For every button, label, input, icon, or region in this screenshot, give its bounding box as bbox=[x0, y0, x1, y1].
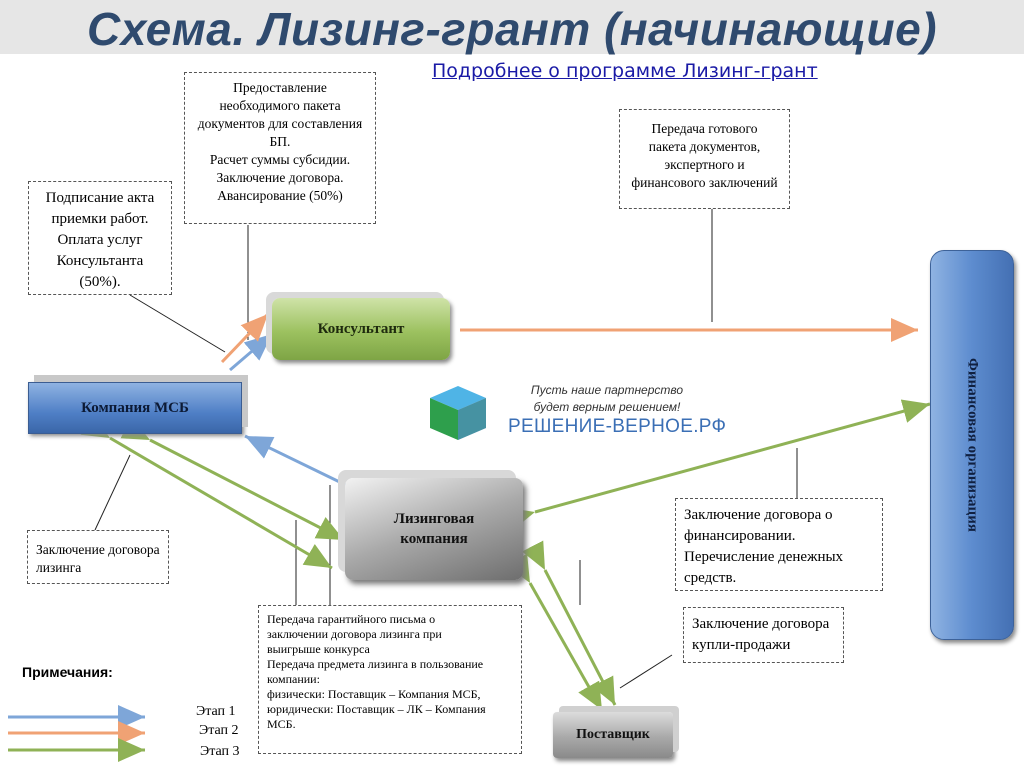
watermark-site: РЕШЕНИЕ-ВЕРНОЕ.РФ bbox=[508, 416, 727, 437]
legend-stage-1: Этап 1 bbox=[196, 704, 236, 719]
consultant-node: Консультант bbox=[272, 298, 450, 360]
legend-stage-3: Этап 3 bbox=[200, 744, 240, 759]
supplier-node: Поставщик bbox=[553, 712, 673, 758]
note-purchase-contract: Заключение договора купли-продажи bbox=[683, 607, 844, 663]
legend-heading: Примечания: bbox=[22, 664, 113, 680]
leasing-company-node: Лизинговая компания bbox=[345, 478, 523, 580]
note-documents-preparation: Предоставление необходимого пакета докум… bbox=[184, 72, 376, 224]
title-bar bbox=[0, 0, 1024, 54]
program-details-link[interactable]: Подробнее о программе Лизинг-грант bbox=[432, 60, 818, 82]
note-guarantee-letter: Передача гарантийного письма о заключени… bbox=[258, 605, 522, 754]
note-acceptance-payment: Подписание акта приемки работ. Оплата ус… bbox=[28, 181, 172, 295]
financial-organization-label: Финансовая организация bbox=[964, 358, 981, 532]
watermark-slogan: Пусть наше партнерство будет верным реше… bbox=[530, 383, 684, 414]
legend-stage-2: Этап 2 bbox=[199, 723, 239, 738]
sme-company-node: Компания МСБ bbox=[28, 382, 242, 434]
note-lease-contract: Заключение договора лизинга bbox=[27, 530, 169, 584]
note-documents-transfer: Передача готового пакета документов, экс… bbox=[619, 109, 790, 209]
cube-logo-icon bbox=[430, 386, 486, 440]
financial-organization-node: Финансовая организация bbox=[930, 250, 1014, 640]
page-title: Схема. Лизинг-грант (начинающие) bbox=[86, 3, 938, 55]
note-financing-contract: Заключение договора о финансировании. Пе… bbox=[675, 498, 883, 591]
